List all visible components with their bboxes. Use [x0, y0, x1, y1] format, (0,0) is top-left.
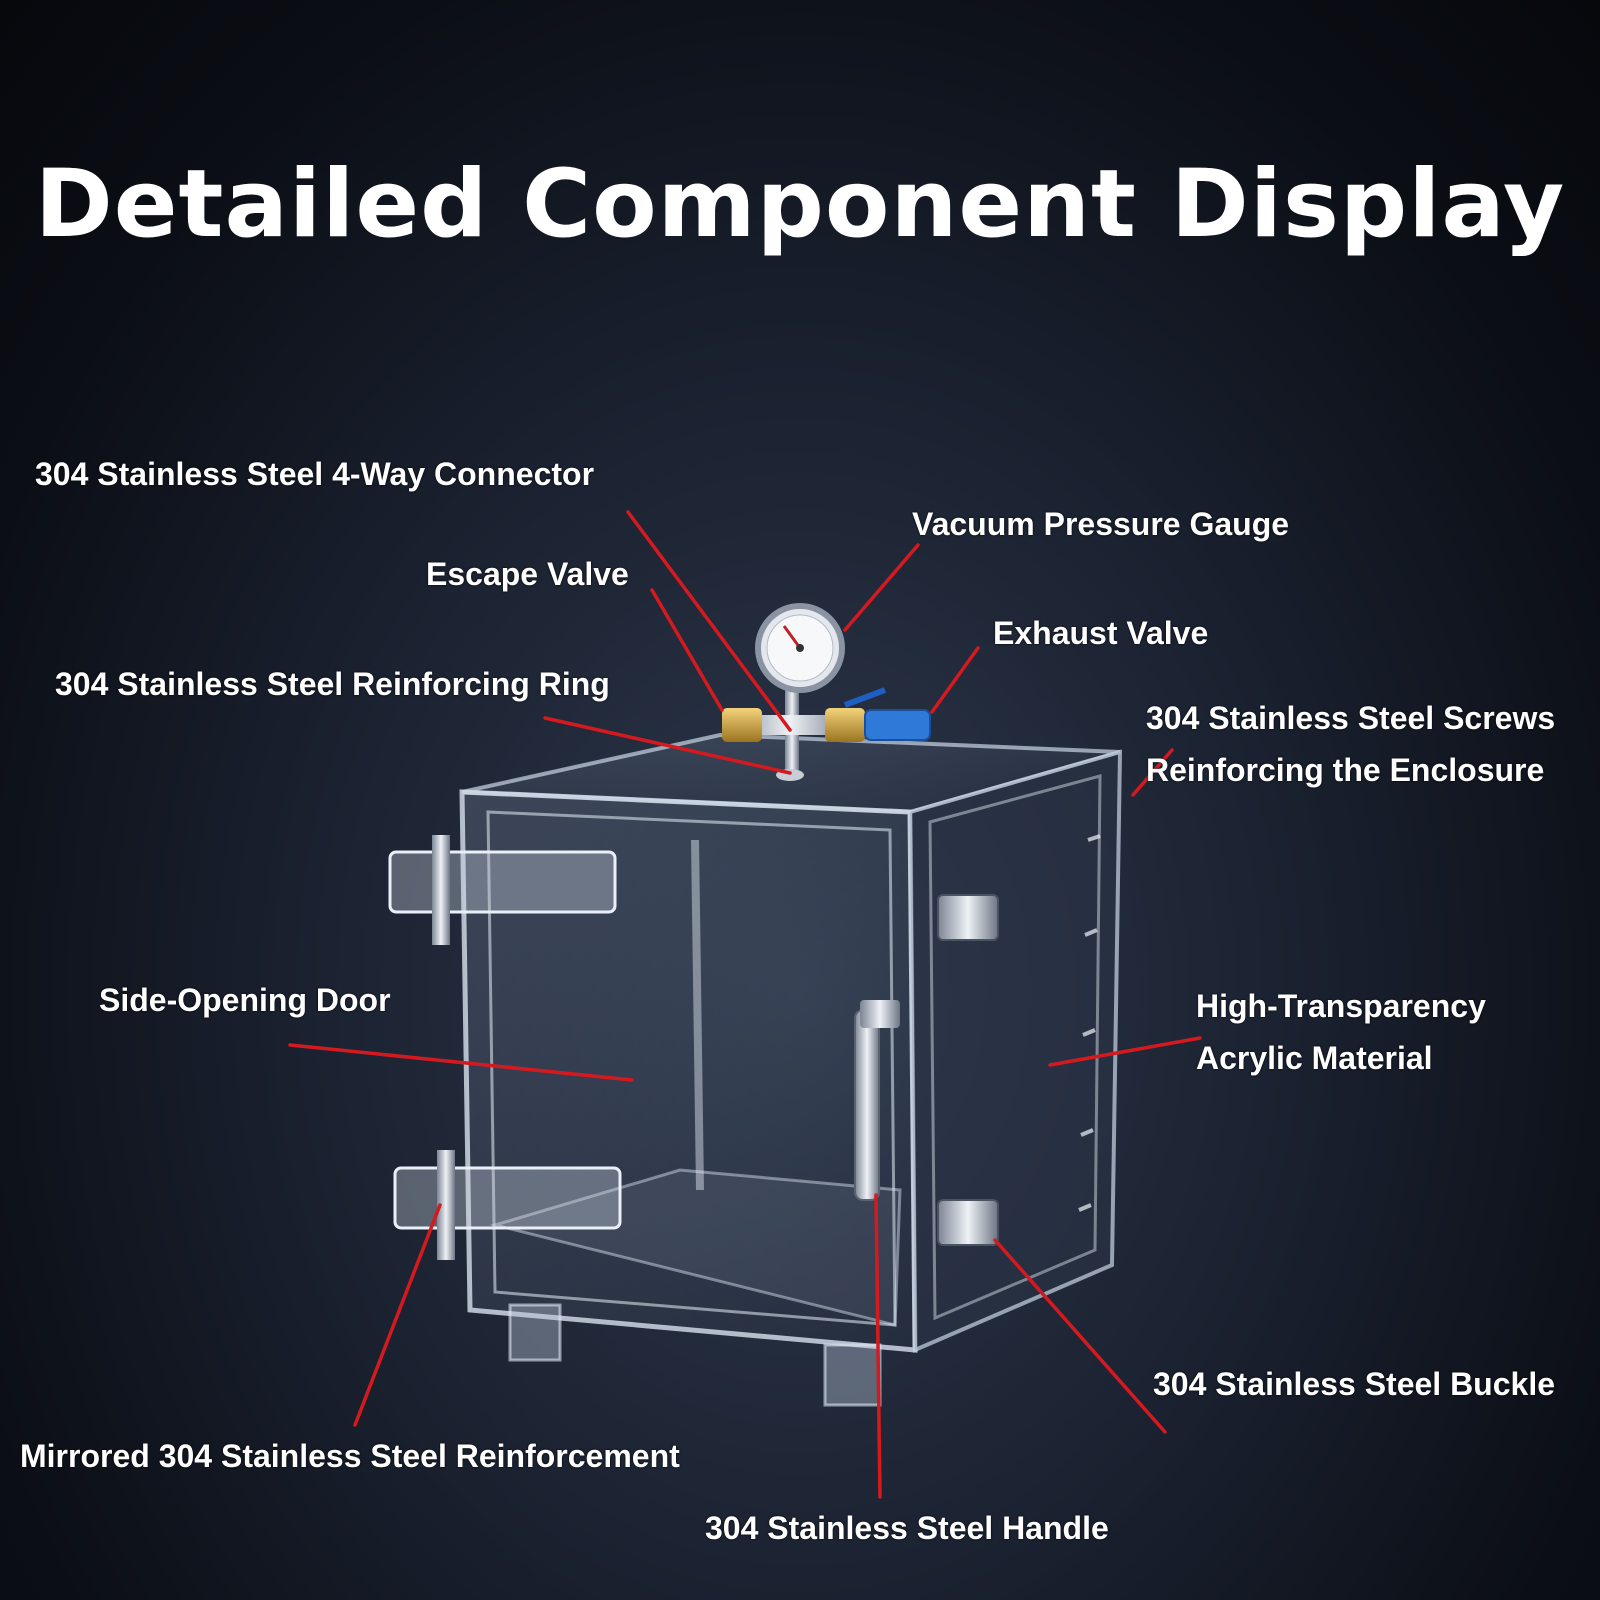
label-steel-buckle: 304 Stainless Steel Buckle: [1153, 1366, 1555, 1402]
leader-mirrored: [353, 1203, 442, 1427]
label-screws-line2: Reinforcing the Enclosure: [1146, 752, 1545, 788]
steel-handle: [854, 1000, 900, 1201]
label-escape-valve: Escape Valve: [426, 556, 629, 592]
leader-door: [288, 1043, 634, 1082]
leader-handle: [874, 1193, 882, 1499]
leader-ring: [543, 716, 792, 775]
leader-buckle: [993, 1238, 1167, 1434]
door-hinges: [388, 835, 622, 1260]
label-mirrored-reinforcement: Mirrored 304 Stainless Steel Reinforceme…: [20, 1438, 680, 1474]
label-acrylic-line2: Acrylic Material: [1196, 1040, 1433, 1076]
leader-escape-valve: [650, 588, 724, 712]
label-reinforcing-ring: 304 Stainless Steel Reinforcing Ring: [55, 666, 610, 702]
leader-exhaust-valve: [930, 646, 980, 714]
leader-gauge: [843, 543, 920, 632]
page-title: Detailed Component Display: [34, 150, 1566, 259]
label-acrylic-line1: High-Transparency: [1196, 988, 1486, 1024]
label-side-door: Side-Opening Door: [99, 982, 391, 1018]
leader-lines: [288, 510, 1202, 1499]
label-4way-connector: 304 Stainless Steel 4-Way Connector: [35, 456, 595, 492]
label-steel-handle: 304 Stainless Steel Handle: [705, 1510, 1109, 1546]
steel-buckles: [937, 894, 999, 1246]
leader-screws: [1131, 748, 1174, 797]
valve-assembly: [722, 687, 931, 781]
leader-connector: [626, 510, 792, 732]
acrylic-chamber: [459, 732, 1123, 1407]
label-screws-line1: 304 Stainless Steel Screws: [1146, 700, 1556, 736]
label-vacuum-gauge: Vacuum Pressure Gauge: [912, 506, 1290, 542]
label-exhaust-valve: Exhaust Valve: [993, 615, 1209, 651]
leader-acrylic: [1048, 1036, 1202, 1067]
vacuum-gauge: [755, 603, 845, 693]
